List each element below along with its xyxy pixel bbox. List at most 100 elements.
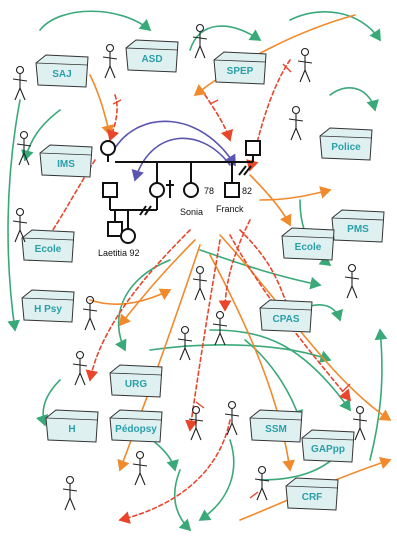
red-dashed-arrow — [204, 94, 234, 142]
service-label: PMS — [347, 224, 369, 235]
green-arrow — [198, 439, 235, 521]
person-figure — [288, 105, 304, 141]
service-label: H — [68, 424, 75, 435]
green-arrow — [21, 109, 61, 162]
service-label: SAJ — [52, 69, 71, 80]
red-dashed-arrow — [185, 239, 221, 432]
service-label: URG — [125, 379, 147, 390]
franck-age: 82 — [242, 186, 252, 196]
sonia-symbol — [183, 182, 199, 198]
laetitia-label: Laetitia 92 — [98, 248, 140, 258]
red-dashed-arrow — [218, 219, 251, 312]
service-box: CRF — [285, 477, 339, 511]
genogram — [100, 140, 261, 244]
service-box: H — [45, 409, 99, 443]
person-figure — [344, 263, 360, 299]
purple-arrow — [131, 137, 231, 182]
orange-arrow — [119, 239, 196, 327]
green-arrow — [174, 469, 192, 532]
relation-arrows — [7, 10, 392, 532]
service-box: SSM — [249, 409, 303, 443]
red-dashed-arrow — [106, 94, 120, 142]
orange-arrow — [219, 234, 392, 421]
service-label: Police — [331, 142, 361, 153]
orange-arrow — [209, 254, 295, 472]
person-figure — [16, 130, 32, 166]
genogram-labels: 78 82 Sonia Franck Laetitia 92 — [98, 186, 252, 258]
red-dashed-arrow — [229, 234, 352, 402]
service-box: GAPpp — [301, 429, 355, 463]
service-label: GAPpp — [311, 444, 345, 455]
franck-name: Franck — [216, 204, 244, 214]
person-figure — [12, 207, 28, 243]
person-figure — [297, 47, 313, 83]
orange-arrow — [89, 74, 114, 137]
service-label: CPAS — [272, 314, 299, 325]
sonia-age: 78 — [204, 186, 214, 196]
person-figure — [102, 43, 118, 79]
red-dashed-arrow — [85, 229, 191, 382]
person-figure — [82, 295, 98, 331]
orange-arrow — [249, 174, 292, 227]
orange-arrow — [89, 288, 172, 305]
service-label: Ecole — [295, 242, 322, 253]
green-arrow — [369, 328, 388, 461]
service-label: Pédopsy — [115, 424, 157, 435]
service-label: IMS — [57, 159, 75, 170]
service-label: CRF — [302, 492, 323, 503]
cousin-symbol — [107, 221, 123, 237]
person-figure — [192, 265, 208, 301]
red-dashed-arrow — [118, 419, 231, 524]
service-box: Ecole — [21, 229, 75, 263]
grandfather-symbol — [245, 140, 261, 156]
service-label: SSM — [265, 424, 287, 435]
laetitia-symbol — [120, 228, 136, 244]
uncle-symbol — [102, 182, 118, 198]
aunt-symbol — [149, 182, 165, 198]
break-marks — [112, 63, 351, 499]
green-arrow — [189, 25, 262, 51]
green-arrow — [289, 11, 381, 42]
person-figure — [132, 450, 148, 486]
green-arrow — [209, 329, 351, 412]
green-arrow — [199, 249, 322, 290]
person-figure — [212, 310, 228, 346]
service-box: PMS — [331, 209, 385, 243]
service-box: Pédopsy — [109, 409, 163, 443]
service-label: H Psy — [34, 304, 62, 315]
service-box: IMS — [39, 144, 93, 178]
green-arrow — [7, 99, 21, 332]
grandmother-symbol — [100, 140, 116, 156]
purple-arrow — [114, 120, 236, 167]
service-label: ASD — [141, 54, 162, 65]
green-arrow — [244, 339, 304, 422]
service-box: SPEP — [213, 51, 267, 85]
service-box: Ecole — [281, 227, 335, 261]
service-label: Ecole — [35, 244, 62, 255]
service-box: ASD — [125, 39, 179, 73]
franck-symbol — [224, 182, 240, 198]
service-box: H Psy — [21, 289, 75, 323]
green-arrow — [39, 10, 152, 32]
person-figure — [352, 405, 368, 441]
person-figure — [224, 400, 240, 436]
service-box: Police — [319, 127, 373, 161]
green-arrow — [329, 86, 379, 112]
sonia-name: Sonia — [180, 207, 203, 217]
orange-arrow — [193, 14, 356, 96]
person-figure — [177, 325, 193, 361]
person-figure — [192, 23, 208, 59]
green-arrow — [35, 379, 61, 427]
stick-figures — [12, 23, 368, 511]
orange-arrow — [259, 186, 332, 201]
person-figure — [72, 350, 88, 386]
person-figure — [12, 65, 28, 101]
person-figure — [188, 405, 204, 441]
service-box: SAJ — [35, 54, 89, 88]
person-figure — [62, 475, 78, 511]
service-label: SPEP — [227, 66, 254, 77]
service-box: CPAS — [259, 299, 313, 333]
service-box: URG — [109, 364, 163, 398]
